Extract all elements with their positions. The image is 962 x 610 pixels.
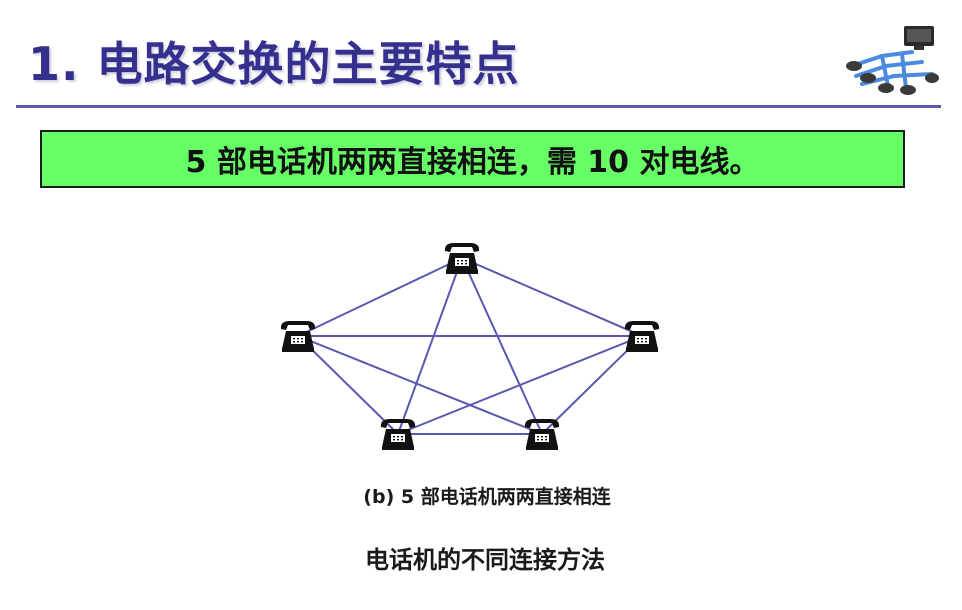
- telephone-icon-right: [624, 321, 660, 352]
- telephone-icon-left: [280, 321, 316, 352]
- telephone-icon-top: [444, 243, 480, 274]
- connection-line-left-bottom-right: [297, 335, 543, 435]
- figure-caption: (b) 5 部电话机两两直接相连: [363, 486, 611, 508]
- title-divider: [16, 105, 941, 108]
- connection-lines: [297, 257, 643, 435]
- telephone-icon-bottom-left: [380, 419, 416, 450]
- summary-banner-text: 5 部电话机两两直接相连，需 10 对电线。: [185, 145, 760, 180]
- connection-line-right-bottom-right: [541, 335, 643, 435]
- connection-line-top-right: [461, 257, 643, 337]
- connection-line-right-bottom-left: [397, 335, 643, 435]
- connection-line-left-bottom-left: [297, 335, 399, 435]
- slide-title: 1. 电路交换的主要特点: [28, 37, 520, 91]
- network-logo-icon: [846, 26, 939, 95]
- connection-line-top-bottom-left: [397, 257, 463, 435]
- telephone-icon-bottom-right: [524, 419, 560, 450]
- connection-line-top-bottom-right: [461, 257, 543, 435]
- bottom-caption: 电话机的不同连接方法: [365, 546, 605, 574]
- summary-banner: 5 部电话机两两直接相连，需 10 对电线。: [40, 130, 905, 188]
- connection-line-top-left: [297, 257, 463, 337]
